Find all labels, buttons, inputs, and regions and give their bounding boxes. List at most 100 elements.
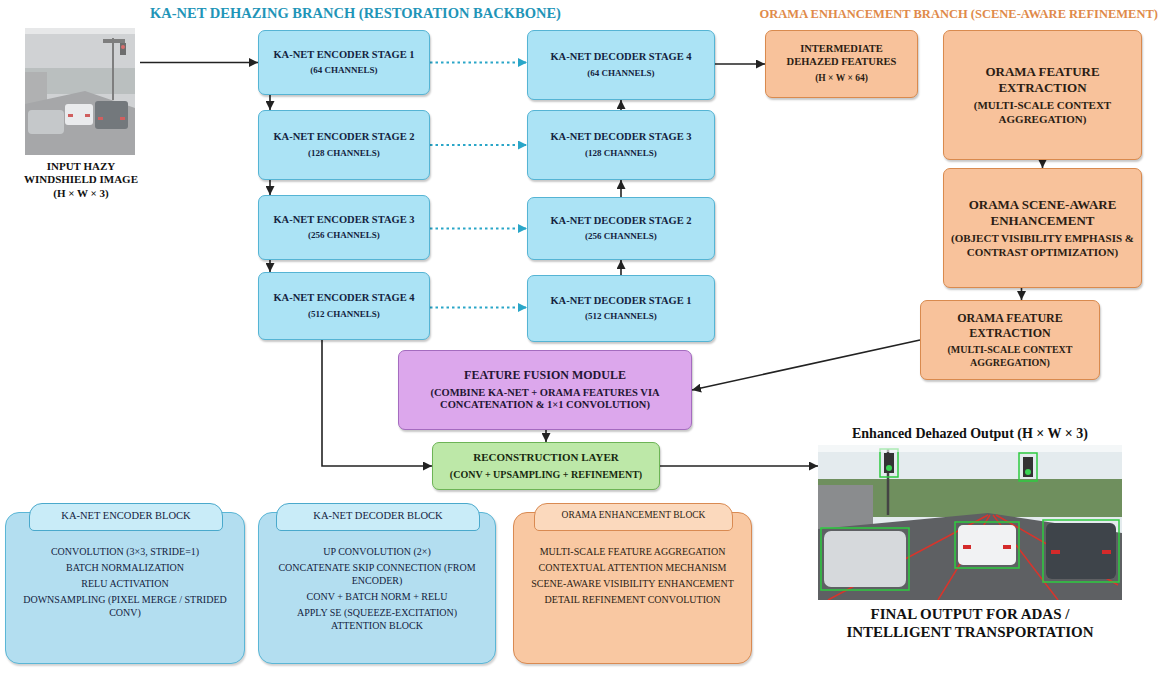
node-text: FINAL OUTPUT FOR ADAS / INTELLIGENT TRAN… bbox=[818, 605, 1122, 642]
flow-arrow bbox=[269, 180, 271, 195]
flow-arrow bbox=[620, 180, 622, 197]
node-text: (COMBINE KA-NET + ORAMA FEATURES VIA CON… bbox=[406, 387, 684, 413]
green-light bbox=[886, 465, 892, 471]
decoder-stage: KA-NET DECODER STAGE 4(64 CHANNELS) bbox=[527, 30, 715, 100]
node-title: KA-NET ENCODER STAGE 1 bbox=[273, 49, 414, 62]
reconstruction-box: RECONSTRUCTION LAYER (CONV + UPSAMPLING +… bbox=[432, 442, 660, 490]
node-text: (64 CHANNELS) bbox=[310, 65, 377, 76]
skip-connection bbox=[430, 228, 527, 230]
car bbox=[824, 531, 906, 587]
node-title: INPUT HAZY WINDSHIELD IMAGE (H × W × 3) bbox=[22, 160, 140, 200]
node-text: SCENE-AWARE VISIBILITY ENHANCEMENT bbox=[524, 577, 741, 590]
node-title: ORAMA FEATURE EXTRACTION bbox=[928, 311, 1092, 340]
node-text: (H × W × 64) bbox=[815, 73, 868, 85]
node-title: KA-NET ENCODER STAGE 4 bbox=[273, 292, 414, 305]
output-image: Enhanced Dehazed Output (H × W × 3)FINAL… bbox=[818, 398, 1122, 642]
timestamp-bar bbox=[818, 445, 1122, 452]
node-text: CONV + BATCH NORM + RELU bbox=[269, 590, 485, 603]
node-title: KA-NET ENCODER STAGE 2 bbox=[273, 131, 414, 144]
panel-tab: KA-NET DECODER BLOCK bbox=[276, 503, 480, 531]
node-text: (512 CHANNELS) bbox=[585, 311, 657, 322]
decoder-stage: KA-NET DECODER STAGE 1 (512 CHANNELS) bbox=[527, 275, 715, 342]
node-title: UP CONVOLUTION (2×) bbox=[269, 545, 485, 558]
node-title: KA-NET DECODER STAGE 1 bbox=[550, 295, 691, 308]
flow-arrow bbox=[1042, 160, 1044, 168]
panel-tab: KA-NET ENCODER BLOCK bbox=[29, 503, 223, 531]
node-title: KA-NET ENCODER STAGE 3 bbox=[273, 214, 414, 227]
node-title: KA-NET DECODER STAGE 2 bbox=[550, 215, 691, 228]
flow-arrow bbox=[140, 62, 258, 64]
node-text: (MULTI-SCALE CONTEXT AGGREGATION) bbox=[951, 99, 1134, 126]
encoder-stage: KA-NET ENCODER STAGE 1 (64 CHANNELS) bbox=[258, 30, 430, 95]
node-text: BATCH NORMALIZATION bbox=[16, 561, 234, 574]
panel-tab: ORAMA ENHANCEMENT BLOCK bbox=[534, 503, 733, 531]
detection-box bbox=[955, 522, 1019, 568]
node-title: KA-NET ENCODER BLOCK bbox=[61, 509, 190, 523]
node-title: KA-NET DECODER BLOCK bbox=[313, 509, 442, 523]
flow-arrow bbox=[715, 63, 765, 65]
node-text: CONCATENATE SKIP CONNECTION (FROM ENCODE… bbox=[269, 561, 485, 587]
flow-arrow bbox=[620, 260, 622, 275]
node-text: DOWNSAMPLING (PIXEL MERGE / STRIDED CONV… bbox=[16, 593, 234, 619]
node-title: MULTI-SCALE FEATURE AGGREGATION bbox=[524, 545, 741, 558]
decoder-stage: KA-NET DECODER STAGE 2 (256 CHANNELS) bbox=[527, 197, 715, 260]
decoder-stage: KA-NET DECODER STAGE 3 (128 CHANNELS) bbox=[527, 110, 715, 180]
clear-sky bbox=[818, 445, 1122, 600]
encoder-stage: KA-NET ENCODER STAGE 2(128 CHANNELS) bbox=[258, 110, 430, 180]
orama-box: ORAMA FEATURE EXTRACTION(MULTI-SCALE CON… bbox=[943, 30, 1142, 160]
block-panel: MULTI-SCALE FEATURE AGGREGATION CONTEXTUA… bbox=[513, 512, 752, 664]
flow-arrow bbox=[269, 95, 271, 110]
car bbox=[1046, 523, 1116, 579]
road bbox=[818, 513, 1122, 600]
traffic-light bbox=[1023, 457, 1033, 477]
node-text: APPLY SE (SQUEEZE-EXCITATION) ATTENTION … bbox=[269, 606, 485, 632]
node-text: (CONV + UPSAMPLING + REFINEMENT) bbox=[450, 469, 642, 481]
node-text: (MULTI-SCALE CONTEXT AGGREGATION) bbox=[928, 344, 1092, 368]
node-title: KA-NET DECODER STAGE 3 bbox=[550, 131, 691, 144]
fusion-box: FEATURE FUSION MODULE (COMBINE KA-NET + O… bbox=[398, 350, 692, 430]
node-text: (OBJECT VISIBILITY EMPHASIS & CONTRAST O… bbox=[951, 232, 1134, 259]
tail-light bbox=[963, 545, 971, 549]
node-title: ORAMA ENHANCEMENT BLOCK bbox=[562, 509, 706, 521]
skip-connection bbox=[430, 62, 527, 64]
node-title: ORAMA SCENE-AWARE ENHANCEMENT bbox=[951, 197, 1134, 229]
hazy-sky bbox=[25, 28, 135, 155]
encoder-stage: KA-NET ENCODER STAGE 3 (256 CHANNELS) bbox=[258, 195, 430, 260]
node-title: FEATURE FUSION MODULE bbox=[464, 368, 626, 383]
haze-overlay bbox=[25, 28, 135, 155]
node-text: (256 CHANNELS) bbox=[585, 231, 657, 242]
input-image: INPUT HAZY WINDSHIELD IMAGE (H × W × 3) bbox=[22, 28, 140, 200]
branch-heading: ORAMA ENHANCEMENT BRANCH (SCENE-AWARE RE… bbox=[660, 7, 1158, 22]
node-title: INTERMEDIATE DEHAZED FEATURES bbox=[773, 43, 910, 69]
skip-connection bbox=[430, 307, 527, 309]
node-title: CONVOLUTION (3×3, STRIDE=1) bbox=[16, 545, 234, 558]
flow-arrow bbox=[692, 340, 920, 390]
detection-box bbox=[821, 528, 909, 590]
node-title: KA-NET DECODER STAGE 4 bbox=[550, 51, 691, 64]
node-text: (512 CHANNELS) bbox=[308, 309, 380, 320]
branch-heading: KA-NET DEHAZING BRANCH (RESTORATION BACK… bbox=[150, 5, 650, 22]
tail-light bbox=[1102, 550, 1111, 554]
node-text: CONTEXTUAL ATTENTION MECHANISM bbox=[524, 561, 741, 574]
flow-arrow bbox=[545, 430, 547, 442]
orama-box: ORAMA SCENE-AWARE ENHANCEMENT (OBJECT VIS… bbox=[943, 168, 1142, 288]
tail-light bbox=[1003, 545, 1011, 549]
skip-connection bbox=[430, 144, 527, 146]
orama-box: ORAMA FEATURE EXTRACTION (MULTI-SCALE CON… bbox=[920, 300, 1100, 380]
block-panel: CONVOLUTION (3×3, STRIDE=1) BATCH NORMALI… bbox=[5, 512, 245, 664]
node-title: RECONSTRUCTION LAYER bbox=[473, 451, 618, 464]
node-text: DETAIL REFINEMENT CONVOLUTION bbox=[524, 593, 741, 606]
dehazed-road-photo bbox=[818, 445, 1122, 600]
node-text: (256 CHANNELS) bbox=[308, 230, 380, 241]
feature-box: INTERMEDIATE DEHAZED FEATURES (H × W × 64… bbox=[765, 30, 918, 98]
flow-arrow bbox=[269, 260, 271, 272]
flow-arrow bbox=[620, 100, 622, 110]
flow-arrow bbox=[1021, 288, 1023, 300]
car bbox=[958, 525, 1016, 565]
node-text: RELU ACTIVATION bbox=[16, 577, 234, 590]
detection-box bbox=[1043, 520, 1119, 582]
node-text: (128 CHANNELS) bbox=[585, 148, 657, 159]
detection-box bbox=[1019, 453, 1037, 481]
green-light bbox=[1025, 469, 1031, 475]
